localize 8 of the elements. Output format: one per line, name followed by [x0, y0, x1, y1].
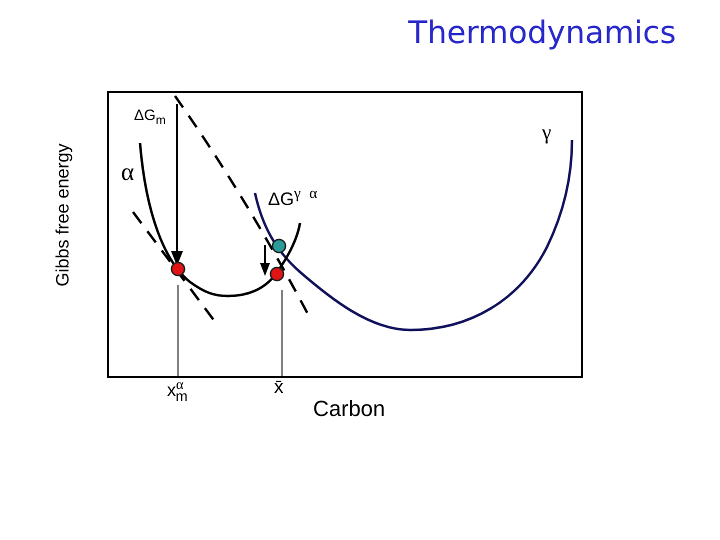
axis-label: Gibbs free energy — [53, 143, 72, 287]
phase-label: α — [121, 160, 134, 185]
title: Thermodynamics — [408, 16, 676, 50]
energy-change-label: ΔG$_{m}$ — [134, 108, 166, 126]
axis-label: Carbon — [313, 398, 386, 420]
composition-label: x̄ — [274, 378, 284, 397]
phase-label: γ — [542, 122, 552, 143]
energy-change-label: ΔG$^{γ α}$ — [268, 186, 320, 208]
